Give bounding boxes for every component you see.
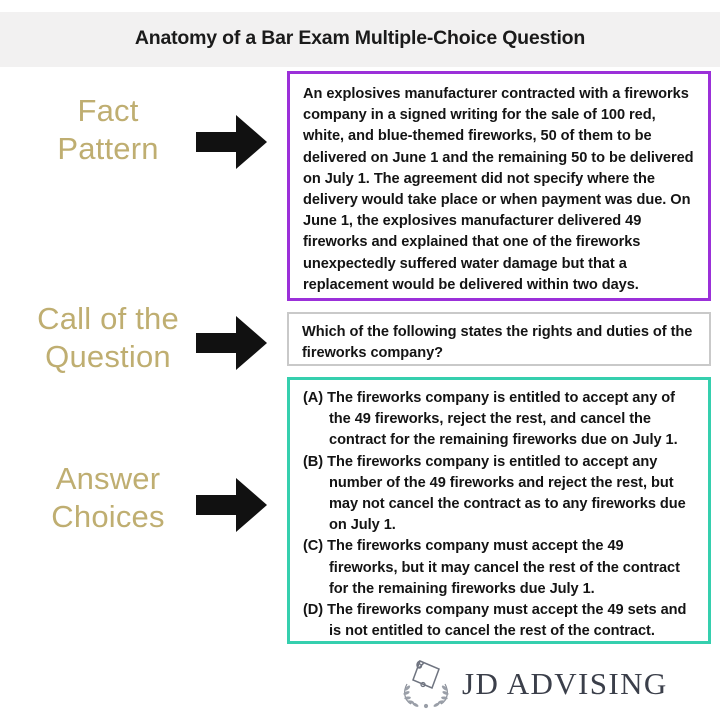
answer-choices-box: (A) The fireworks company is entitled to… — [287, 377, 711, 644]
answer-choice-d: (D) The fireworks company must accept th… — [303, 602, 687, 640]
page-title: Anatomy of a Bar Exam Multiple-Choice Qu… — [134, 27, 586, 49]
brand-logo: JD ADVISING — [398, 655, 688, 713]
arrow-right-icon-fact-pattern — [196, 113, 268, 171]
label-fact-pattern-line1: Fact — [77, 93, 139, 128]
label-call-line2: Question — [45, 339, 171, 374]
answer-choice-c: (C) The fireworks company must accept th… — [303, 538, 680, 597]
call-of-question-text: Which of the following states the rights… — [302, 324, 693, 362]
label-fact-pattern: Fact Pattern — [8, 92, 208, 168]
label-answer-choices: Answer Choices — [8, 460, 208, 536]
label-fact-pattern-line2: Pattern — [57, 131, 159, 166]
label-call-of-the-question: Call of the Question — [8, 300, 208, 376]
fact-pattern-text: An explosives manufacturer contracted wi… — [303, 86, 694, 293]
call-of-question-box: Which of the following states the rights… — [287, 312, 711, 366]
label-call-line1: Call of the — [37, 301, 179, 336]
answer-choice-b: (B) The fireworks company is entitled to… — [303, 453, 686, 534]
label-answer-line1: Answer — [55, 461, 161, 496]
arrow-right-icon-answer-choices — [196, 476, 268, 534]
answer-choice-a: (A) The fireworks company is entitled to… — [303, 390, 678, 449]
scroll-laurel-icon — [398, 657, 454, 711]
label-answer-line2: Choices — [51, 499, 165, 534]
arrow-right-icon-call-of-question — [196, 314, 268, 372]
header-band — [0, 12, 720, 67]
brand-name: JD ADVISING — [462, 666, 668, 701]
fact-pattern-box: An explosives manufacturer contracted wi… — [287, 71, 711, 301]
